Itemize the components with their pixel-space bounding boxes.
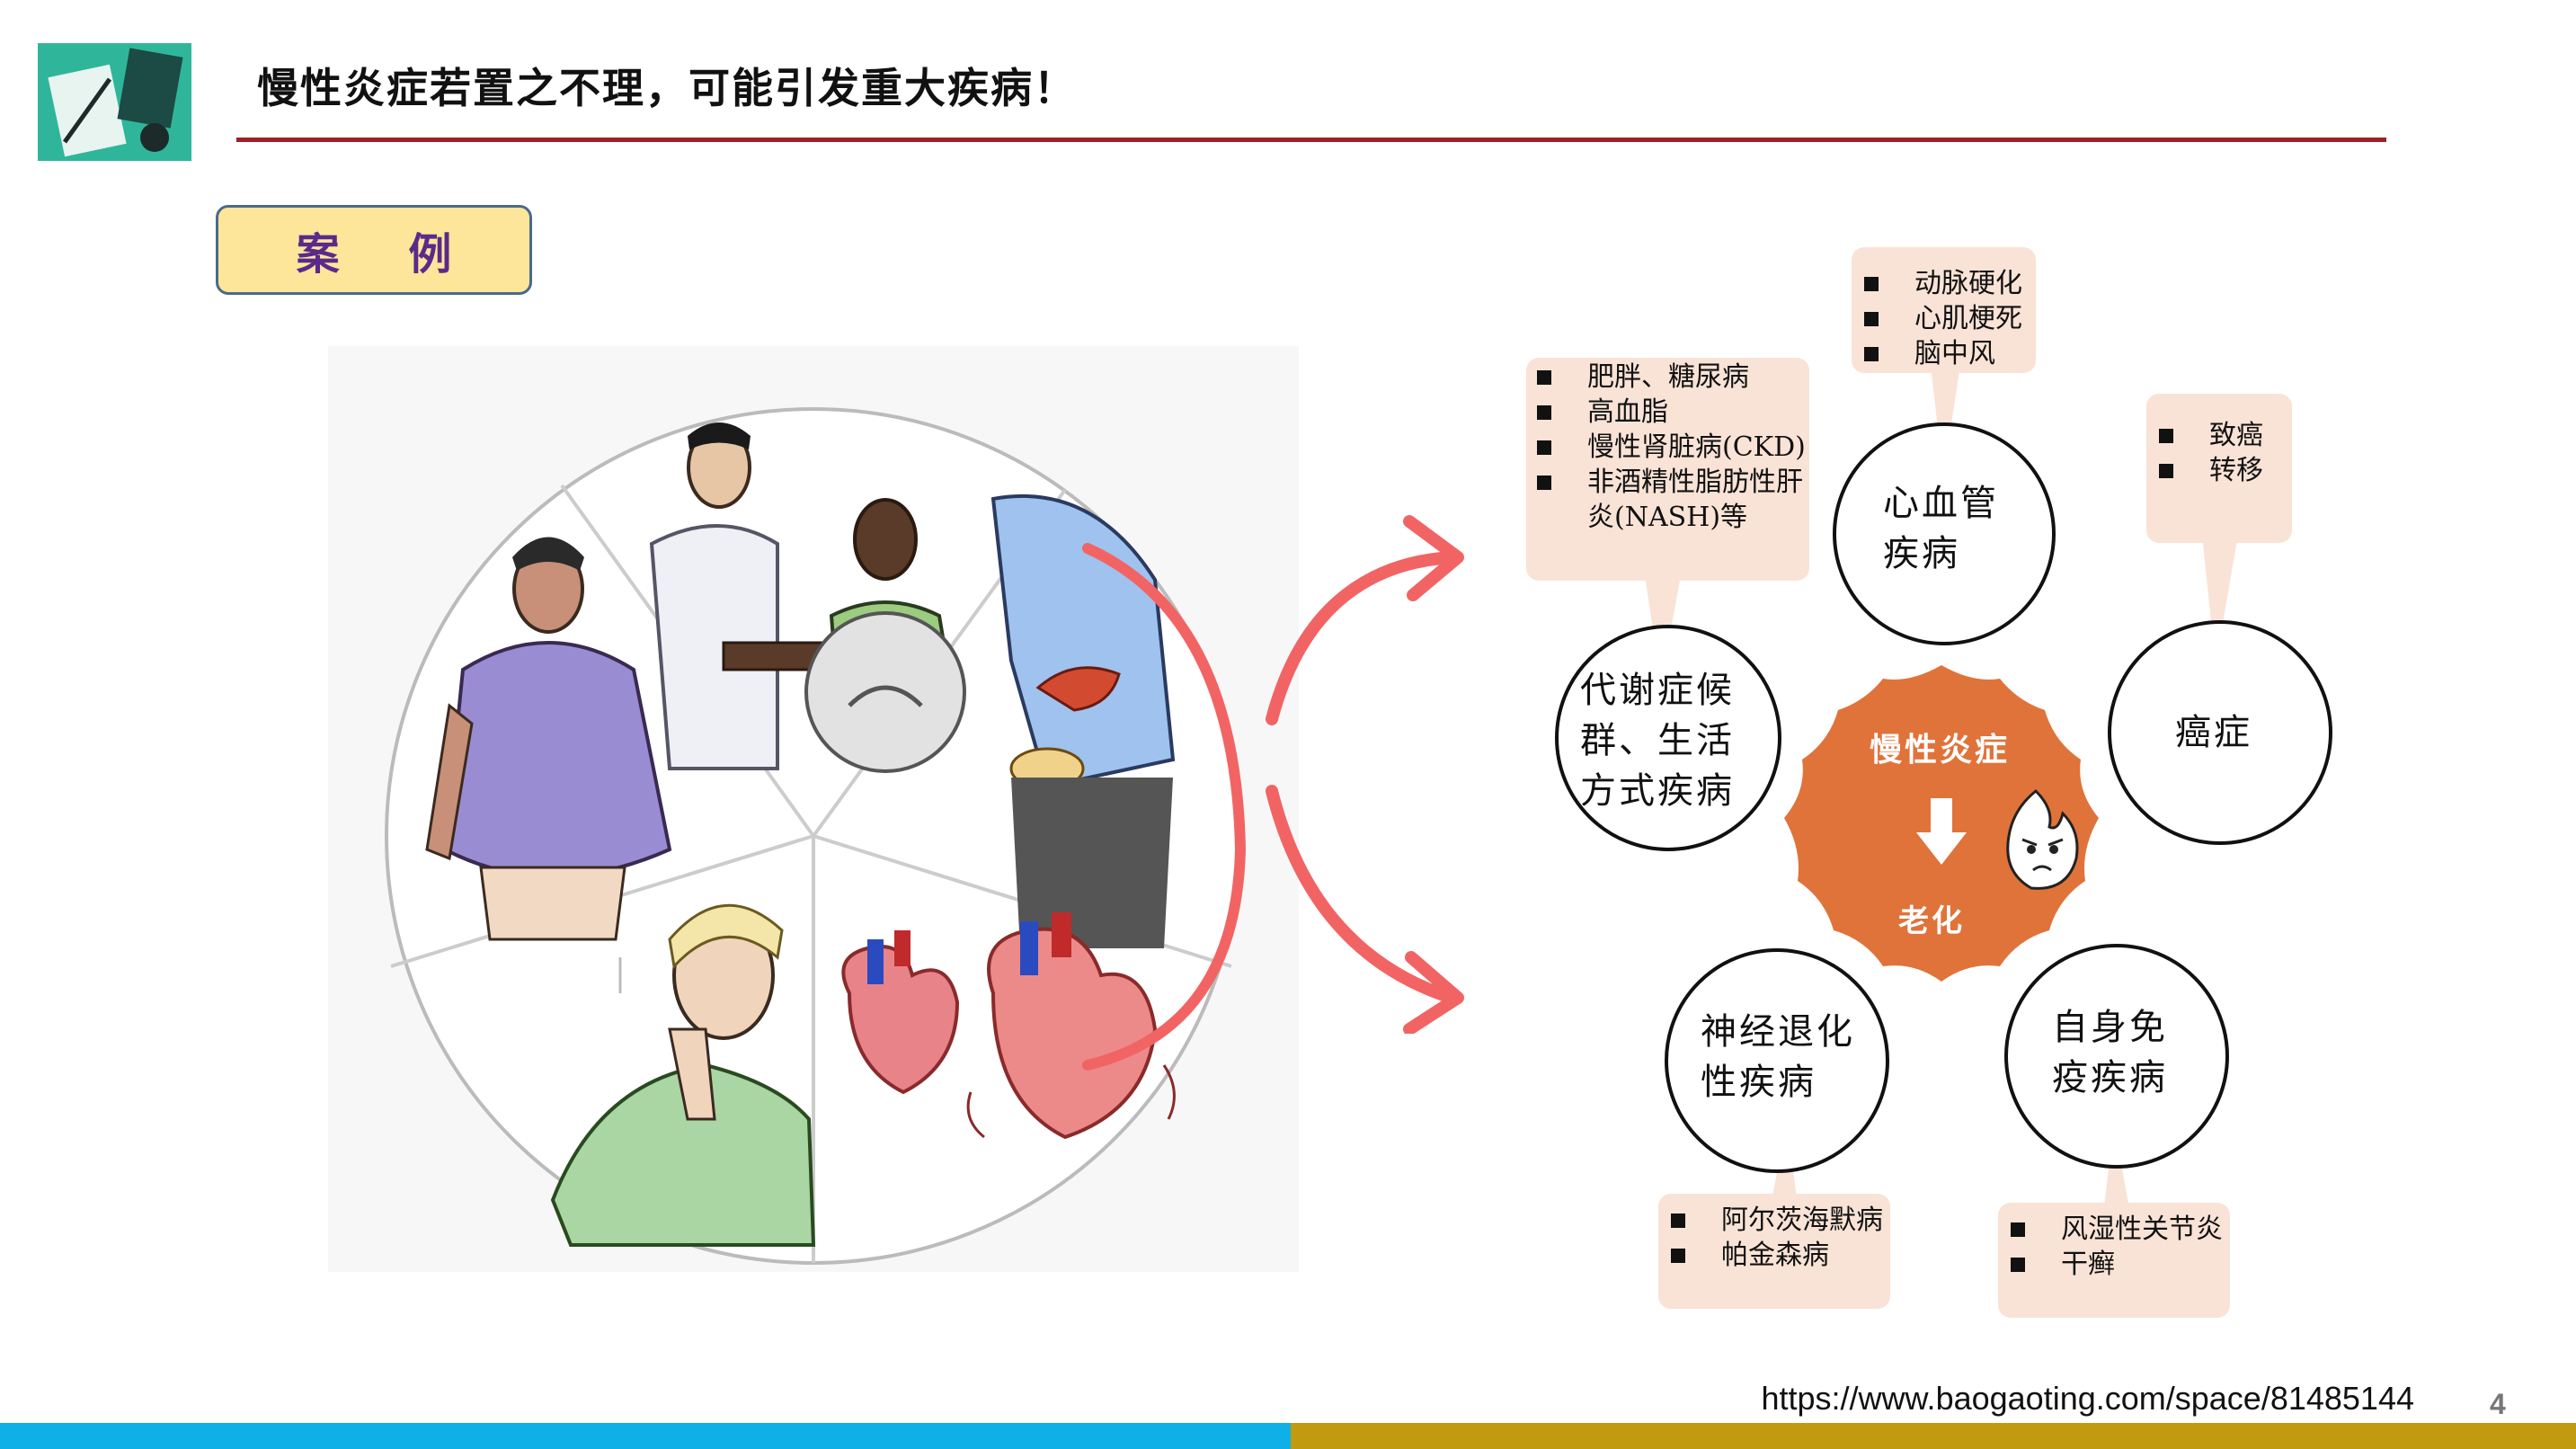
autoimmune-label-line: 自身免 [2052,1007,2168,1048]
metabolic-label: 代谢症候 群、生活 方式疾病 [1580,665,1735,816]
neuro-circle [1665,948,1889,1173]
autoimmune-circle [2004,944,2229,1169]
cardio-circle [1833,422,2056,645]
center-inflammation-burst [1784,665,2099,982]
metabolic-item: 高血脂 [1533,395,1808,430]
center-label-inflammation: 慢性炎症 [1870,731,2011,769]
fatty-liver-figure [804,494,1176,948]
metabolic-label-line: 群、生活 [1580,720,1735,761]
metabolic-item: 非酒精性脂肪性肝炎(NASH)等 [1533,465,1808,535]
cancer-label-line: 癌症 [2175,712,2252,753]
neuro-label-line: 神经退化 [1701,1011,1855,1053]
cardio-detail-bubble [1852,247,2036,373]
cancer-item: 致癌 [2155,418,2263,453]
neuro-item: 阿尔茨海默病 [1667,1203,1883,1238]
cardio-label-line: 疾病 [1883,533,1960,574]
metabolic-detail-bubble [1526,358,1809,581]
footer-bar-gold [1291,1423,2576,1449]
neuro-label-line: 性疾病 [1701,1062,1817,1103]
neuro-detail-bubble [1658,1194,1890,1309]
neuro-item: 帕金森病 [1667,1238,1883,1273]
heart-illustrations [841,912,1176,1140]
cardio-item: 心肌梗死 [1861,301,2022,336]
page-number: 4 [2490,1388,2506,1420]
footer-bar-blue [0,1423,1291,1449]
case-label-box: 案 例 [216,205,532,295]
branch-arrows [1266,515,1464,1034]
autoimmune-label-line: 疫疾病 [2052,1057,2168,1098]
metabolic-circle [1555,625,1781,851]
cardio-item: 脑中风 [1861,336,2022,371]
neuro-label: 神经退化 性疾病 [1701,1007,1855,1107]
cancer-detail-list: 致癌 转移 [2155,418,2263,488]
autoimmune-label: 自身免 疫疾病 [2052,1002,2168,1103]
cardio-label-line: 心血管 [1883,483,1999,524]
center-label-aging: 老化 [1898,903,1965,939]
inflammation-disease-diagram: 动脉硬化 心肌梗死 脑中风 肥胖、糖尿病 高血脂 慢性肾脏病(CKD) 非酒精性… [1348,234,2409,1339]
autoimmune-item: 风湿性关节炎 [2007,1212,2223,1247]
cardio-label: 心血管 疾病 [1883,478,1999,579]
metabolic-detail-list: 肥胖、糖尿病 高血脂 慢性肾脏病(CKD) 非酒精性脂肪性肝炎(NASH)等 [1533,360,1808,535]
cancer-item: 转移 [2155,453,2263,488]
metabolic-label-line: 代谢症候 [1580,670,1735,711]
autoimmune-item: 干癣 [2007,1247,2223,1282]
cancer-label: 癌症 [2175,707,2252,758]
obese-man-figure [425,537,672,941]
title-divider [236,138,2386,142]
page-title: 慢性炎症若置之不理，可能引发重大疾病！ [257,64,1077,112]
cancer-circle [2108,620,2332,845]
flame-mascot-icon [2006,788,2079,890]
patient-scenes-illustration [328,346,1299,1272]
cardio-detail-list: 动脉硬化 心肌梗死 脑中风 [1861,266,2022,371]
doctor-figure [649,422,779,770]
autoimmune-detail-bubble [1998,1203,2230,1318]
metabolic-label-line: 方式疾病 [1580,770,1735,812]
header-logo-image [38,43,191,161]
smoker-figure [550,903,816,1247]
autoimmune-detail-list: 风湿性关节炎 干癣 [2007,1212,2223,1282]
case-label: 案 例 [296,229,479,280]
metabolic-item: 肥胖、糖尿病 [1533,360,1808,395]
source-url[interactable]: https://www.baogaoting.com/space/8148514… [1761,1380,2415,1417]
neuro-detail-list: 阿尔茨海默病 帕金森病 [1667,1203,1883,1273]
cardio-item: 动脉硬化 [1861,266,2022,301]
metabolic-item: 慢性肾脏病(CKD) [1533,430,1808,465]
